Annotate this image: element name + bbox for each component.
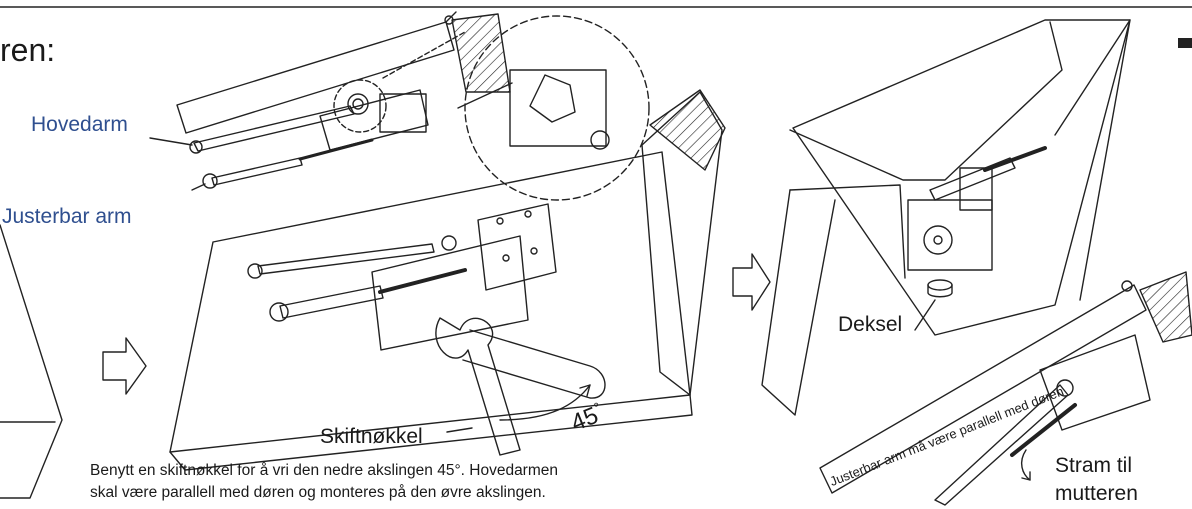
right-jamb-hatch bbox=[650, 90, 725, 170]
upper-frame bbox=[177, 22, 454, 133]
adjustable-arm-rod bbox=[300, 140, 372, 159]
cover-label: Deksel bbox=[838, 313, 903, 336]
wrench-leader bbox=[447, 428, 472, 432]
magnified-link-a bbox=[458, 83, 512, 108]
main-arm-end bbox=[190, 141, 202, 153]
door-adjustable-arm-end bbox=[270, 303, 288, 321]
header-front bbox=[790, 22, 1062, 180]
mounted-spring bbox=[985, 148, 1045, 170]
magnified-plate bbox=[510, 70, 606, 146]
step-arrow-2 bbox=[733, 254, 770, 310]
upper-closer-body bbox=[320, 90, 428, 150]
mounted-closer-shaft bbox=[924, 226, 952, 254]
parallel-closer bbox=[1040, 335, 1150, 430]
upper-hatch-block bbox=[452, 14, 510, 92]
door-main-arm-end bbox=[248, 264, 262, 278]
upper-mount-plate bbox=[380, 94, 426, 132]
upper-detail-circle bbox=[334, 80, 386, 132]
closer-mount-plate bbox=[478, 204, 556, 290]
parallel-rod bbox=[1012, 405, 1075, 455]
instruction-line2: skal være parallell med døren og montere… bbox=[90, 484, 546, 501]
step-arrow-1 bbox=[103, 338, 146, 394]
mounted-closer-hole bbox=[934, 236, 942, 244]
mounted-closer-block bbox=[960, 168, 992, 210]
main-arm-leader bbox=[150, 138, 192, 145]
heading: ren: bbox=[0, 32, 56, 68]
left-jamb bbox=[762, 190, 835, 415]
closer-mount-hole-2 bbox=[525, 211, 531, 217]
cover-cap bbox=[928, 280, 952, 290]
door-spring-rod bbox=[380, 270, 465, 292]
door-adjustable-arm bbox=[280, 286, 383, 318]
magnified-shaft bbox=[530, 75, 575, 122]
tighten-label-line2: mutteren bbox=[1055, 482, 1138, 505]
tighten-arrow bbox=[1022, 450, 1030, 480]
mounted-closer bbox=[908, 200, 992, 270]
magnified-link-b bbox=[383, 32, 465, 78]
tighten-label-line1: Stram til bbox=[1055, 454, 1133, 477]
left-door-fragment bbox=[0, 225, 62, 498]
upper-shaft bbox=[348, 94, 368, 114]
wrench bbox=[436, 318, 520, 455]
adjustable-arm-leader bbox=[192, 184, 205, 190]
wrench-handle bbox=[463, 330, 605, 398]
main-arm-upper bbox=[194, 106, 354, 151]
closer-mount-hole-1 bbox=[497, 218, 503, 224]
magnified-view bbox=[465, 16, 649, 200]
adjustable-arm-label: Justerbar arm bbox=[2, 205, 132, 228]
wrench-label: Skiftnøkkel bbox=[320, 425, 423, 448]
adjustable-arm-end bbox=[203, 174, 217, 188]
header-block bbox=[793, 20, 1130, 335]
main-arm-label: Hovedarm bbox=[31, 113, 128, 136]
cover-cap-side bbox=[928, 285, 952, 297]
main-door bbox=[170, 152, 690, 452]
edge-marker-icon bbox=[1178, 38, 1192, 48]
closer-body bbox=[372, 236, 528, 350]
instruction-line1: Benytt en skiftnøkkel for å vri den nedr… bbox=[90, 462, 558, 479]
mounted-closer-arm bbox=[930, 158, 1015, 200]
closer-mount-hole-4 bbox=[531, 248, 537, 254]
door-main-arm bbox=[258, 244, 434, 274]
header-lower bbox=[790, 185, 905, 278]
upper-shaft-inner bbox=[353, 99, 363, 109]
parallel-hatch bbox=[1140, 272, 1192, 342]
right-post bbox=[1055, 20, 1130, 300]
rotation-arrowhead bbox=[580, 385, 590, 396]
tighten-arrowhead bbox=[1022, 472, 1030, 480]
adjustable-arm-upper bbox=[212, 158, 302, 185]
parallel-bar bbox=[820, 285, 1146, 493]
closer-mount-hole-3 bbox=[503, 255, 509, 261]
rotation-arrow bbox=[500, 385, 590, 420]
closer-shaft bbox=[442, 236, 456, 250]
parallel-pivot bbox=[1122, 281, 1132, 291]
parallel-main-arm bbox=[935, 385, 1068, 505]
main-door-edge bbox=[170, 395, 692, 470]
magnified-hole bbox=[591, 131, 609, 149]
cover-leader bbox=[915, 300, 935, 330]
